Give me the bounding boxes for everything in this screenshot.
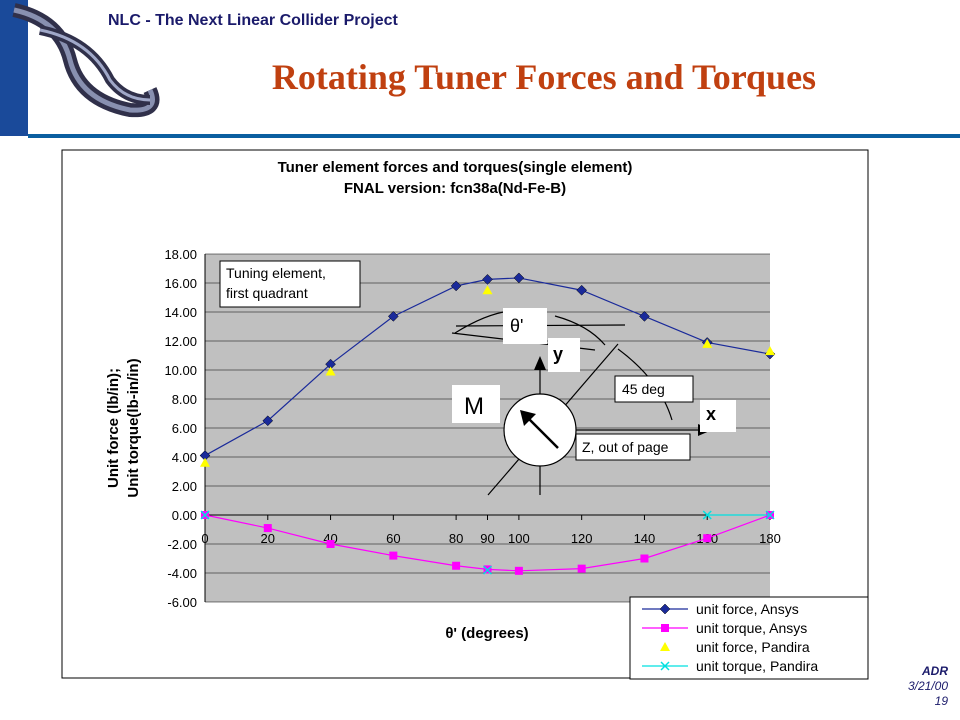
legend-label: unit torque, Pandira [696, 658, 818, 674]
data-point [514, 566, 523, 575]
footer-date: 3/21/00 [907, 679, 948, 693]
project-header: NLC - The Next Linear Collider Project [108, 12, 398, 29]
footer-author: ADR [922, 664, 948, 678]
footer-page-number: 19 [934, 694, 948, 708]
data-point [389, 551, 398, 560]
title-divider [28, 134, 960, 138]
angle-label: 45 deg [622, 381, 665, 397]
x-tick-label: 20 [261, 531, 275, 546]
theta-label-box [503, 308, 547, 344]
y-arrow-head [534, 356, 546, 370]
magnet-label: M [464, 393, 484, 420]
data-point [660, 661, 670, 671]
x-tick-label: 140 [634, 531, 656, 546]
x-tick-label: 100 [508, 531, 530, 546]
nlc-logo [0, 0, 160, 136]
y-tick-label: 10.00 [164, 363, 197, 378]
y-axis-label-line1: Unit force (lb/in); [105, 368, 122, 488]
chart-title-line2: FNAL version: fcn38a(Nd-Fe-B) [344, 180, 566, 197]
data-point [452, 561, 461, 570]
data-point [326, 540, 335, 548]
y-tick-label: 2.00 [172, 479, 197, 494]
x-tick-label: 120 [571, 531, 593, 546]
legend-label: unit force, Pandira [696, 639, 810, 655]
x-axis-label-box [700, 400, 736, 432]
magnet-arrow-head [520, 410, 536, 426]
data-point [482, 285, 493, 295]
y-axis-label-box [548, 338, 580, 372]
data-point [765, 510, 775, 520]
quadrant-note-line1: Tuning element, [226, 265, 326, 281]
y-tick-label: -4.00 [167, 566, 197, 581]
y-tick-label: 0.00 [172, 508, 197, 523]
data-point [325, 366, 336, 376]
x-tick-label: 80 [449, 531, 463, 546]
y-axis-label-line2: Unit torque(lb-in/in) [125, 358, 142, 497]
x-tick-label: 90 [480, 531, 494, 546]
x-tick-labels: 02040608090100120140160180 [201, 515, 781, 546]
data-point [387, 310, 399, 322]
angle-label-box [614, 375, 694, 403]
data-point [640, 554, 649, 563]
series-3 [200, 510, 775, 575]
legend-item: unit torque, Ansys [642, 620, 807, 636]
data-point [661, 624, 669, 632]
x-tick-label: 0 [201, 531, 208, 546]
y-tick-label: 6.00 [172, 421, 197, 436]
slide-footer: ADR 3/21/00 19 [908, 664, 948, 709]
data-point [450, 280, 462, 292]
data-point [660, 642, 670, 651]
x-axis-label: θ' (degrees) [445, 625, 528, 642]
data-point [576, 284, 588, 296]
y-tick-label: -6.00 [167, 595, 197, 610]
data-point [262, 415, 274, 427]
quadrant-note-line2: first quadrant [226, 285, 308, 301]
z-label: Z, out of page [582, 439, 669, 455]
y-tick-label: -2.00 [167, 537, 197, 552]
data-point [639, 310, 650, 322]
data-point [702, 510, 712, 520]
legend-label: unit force, Ansys [696, 601, 799, 617]
data-point [513, 272, 525, 284]
legend-box [629, 596, 869, 680]
quadrant-note-box [219, 260, 361, 308]
legend-label: unit torque, Ansys [696, 620, 807, 636]
theta-label: θ' [510, 316, 523, 336]
magnet-label-box [452, 385, 500, 423]
y-axis-annotation: y [553, 344, 563, 364]
data-point [263, 524, 272, 533]
legend-item: unit force, Pandira [660, 639, 810, 655]
chart-legend: unit force, Ansys unit torque, Ansys unit … [629, 596, 869, 680]
y-tick-label: 18.00 [164, 247, 197, 262]
data-point [702, 338, 713, 348]
y-tick-labels: 18.00 16.00 14.00 12.00 10.00 8.00 6.00 4.00 2.0… [164, 247, 197, 610]
y-tick-label: 14.00 [164, 305, 197, 320]
data-point [659, 603, 671, 615]
data-point [482, 565, 493, 575]
legend-item: unit force, Ansys [642, 601, 799, 617]
x-tick-label: 60 [386, 531, 400, 546]
y-tick-label: 8.00 [172, 392, 197, 407]
z-label-box [575, 433, 691, 461]
y-tick-label: 12.00 [164, 334, 197, 349]
series-2 [200, 285, 775, 467]
series-layer [199, 272, 776, 575]
x-tick-label: 180 [759, 531, 781, 546]
y-tick-label: 16.00 [164, 276, 197, 291]
data-point [577, 564, 586, 573]
legend-item: unit torque, Pandira [642, 658, 818, 674]
data-point [200, 510, 210, 520]
x-axis-annotation: x [706, 404, 716, 424]
slide-title: Rotating Tuner Forces and Torques [271, 57, 817, 97]
data-point [200, 457, 210, 467]
chart-title-line1: Tuner element forces and torques(single … [278, 159, 633, 176]
data-point [765, 346, 775, 356]
y-tick-label: 4.00 [172, 450, 197, 465]
data-point [482, 274, 493, 285]
data-point [703, 534, 712, 543]
